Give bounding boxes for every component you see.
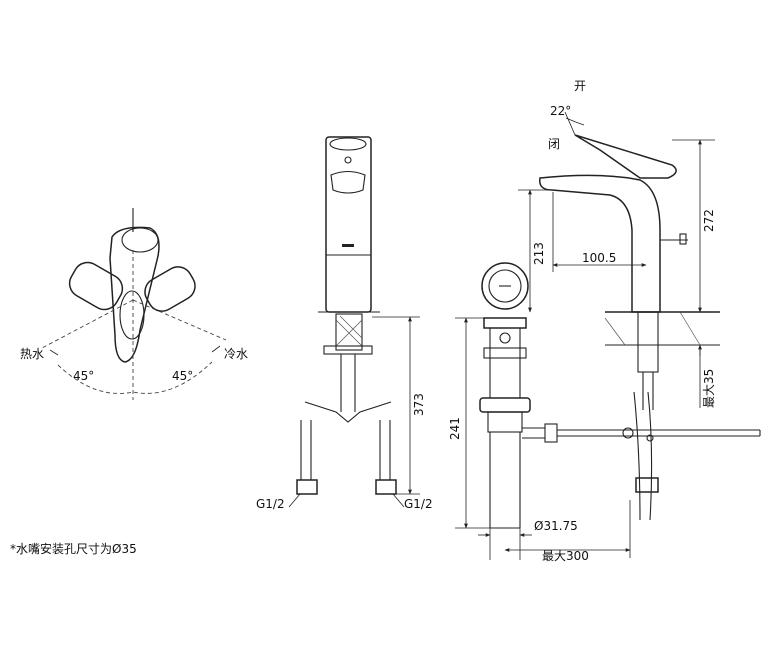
cold-water-label: 冷水 [224, 347, 248, 361]
cold-lever-position [144, 266, 196, 312]
height-373-label: 373 [412, 393, 426, 416]
mounting-nut [323, 345, 373, 355]
hot-water-label: 热水 [20, 347, 44, 361]
drain-tee [487, 411, 523, 433]
handle-cap [121, 227, 159, 253]
linkage-pivot [646, 434, 654, 442]
cold-axis-line [132, 299, 227, 341]
arc-tick-left [49, 349, 59, 356]
brand-mark [342, 244, 354, 247]
deck-hatch-2 [679, 311, 701, 346]
drain-stopper-mark [499, 332, 511, 344]
faucet-top-cap [329, 137, 367, 151]
hot-lever-position [68, 261, 124, 311]
linkage-clip [622, 427, 634, 439]
pop-up-rod-housing [544, 423, 558, 443]
thread-left-label: G1/2 [256, 497, 285, 511]
drain-diameter-label: Ø31.75 [534, 519, 578, 533]
leader-left [288, 493, 301, 508]
angle-right-label: 45° [172, 369, 193, 383]
hose-nut-left [296, 479, 318, 495]
drain-top-inner [488, 269, 522, 303]
drain-top-view [481, 262, 529, 310]
spout-opening [330, 170, 366, 194]
deck-hatch-1 [604, 317, 626, 346]
handle-body [109, 226, 160, 363]
shank-hatch-2 [339, 315, 363, 339]
max-length-label: 最大300 [542, 549, 589, 563]
close-label: 闭 [548, 137, 560, 151]
shank-hatch-3 [335, 319, 363, 347]
side-mounting-shank [637, 311, 659, 373]
leader-right [392, 493, 405, 508]
spout-body [539, 174, 661, 313]
installation-note: *水嘴安装孔尺寸为Ø35 [10, 542, 137, 556]
lever-open-line [564, 111, 576, 136]
flex-hose-split [304, 401, 392, 423]
drain-flange [483, 317, 527, 329]
hot-axis-line [41, 299, 134, 349]
drain-lock-nut [483, 347, 527, 359]
angle-arc [57, 361, 213, 394]
arc-tick-right [211, 345, 221, 353]
drain-height-label: 241 [448, 417, 462, 440]
max-thickness-label: 最大35 [702, 369, 716, 408]
faucet-indicator-dot [344, 156, 352, 164]
angle-left-label: 45° [73, 369, 94, 383]
side-view: 开 22° 闭 272 213 100.5 最大35 [448, 79, 761, 563]
height-272-label: 272 [702, 209, 716, 232]
front-view: 373 G1/2 G1/2 [256, 136, 433, 511]
thread-right-label: G1/2 [404, 497, 433, 511]
reach-label: 100.5 [582, 251, 616, 265]
mounting-shank [335, 313, 363, 351]
height-213-label: 213 [532, 242, 546, 265]
drain-rod-knob [679, 233, 687, 245]
lever-handle [574, 134, 677, 179]
hose-nut-right [375, 479, 397, 495]
top-view: 热水 冷水 45° 45° [20, 208, 248, 400]
open-label: 开 [574, 79, 586, 93]
side-hose-nut [635, 477, 659, 493]
lever-angle-label: 22° [550, 104, 571, 118]
drain-coupling [479, 397, 531, 413]
lever-angle-arc [565, 117, 585, 126]
side-flex-hose [633, 391, 653, 521]
spout-outline [119, 290, 145, 340]
